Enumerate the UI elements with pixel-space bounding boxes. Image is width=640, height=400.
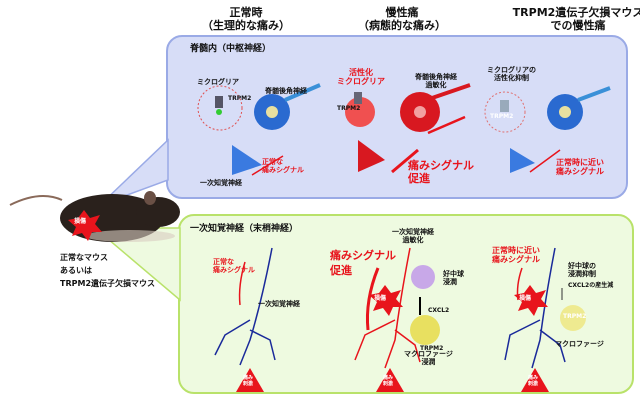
macrophage-ko [560, 305, 586, 331]
label-trpm2-p: TRPM2 [420, 345, 444, 352]
label-microglia: ミクログリア [197, 78, 239, 86]
neutrophil [411, 265, 435, 289]
label-primary-p: 一次知覚神経 [258, 300, 300, 308]
text: 痛みシグナル [492, 255, 540, 265]
peripheral-title: 一次知覚神経（末梢神経） [190, 224, 299, 234]
label-trpm2-ko-p: TRPM2 [563, 313, 587, 320]
header-knockout: TRPM2遺伝子欠損マウスでの慢性痛 [512, 6, 640, 32]
header-subtext: （病態的な痛み） [358, 18, 446, 32]
text: マクロファージ [404, 350, 453, 358]
text: 浸潤抑制 [568, 270, 596, 279]
text: 浸潤 [443, 278, 457, 287]
primary-terminal-hyper [358, 140, 385, 172]
primary-terminal-ko [510, 148, 535, 173]
text: 痛み [528, 375, 539, 381]
nerve-normal [214, 247, 276, 366]
injury-stars [68, 210, 548, 316]
header-text: 正常時 [229, 6, 263, 19]
text: 刺激 [528, 380, 539, 387]
injury-label: 損傷 [374, 295, 387, 302]
injury-label: 損傷 [519, 295, 532, 302]
mouse-caption: 正常なマウスあるいは TRPM2遺伝子欠損マウス [60, 252, 155, 290]
mouse-injury-label: 損傷 [74, 218, 87, 225]
label-macrophage: マクロファージ [555, 340, 604, 348]
spinal-title: 脊髄内（中枢神経） [190, 44, 272, 54]
label-dorsal-horn: 脊髄後角神経 [265, 87, 307, 95]
text: 刺激 [383, 380, 394, 387]
label-neutrophil: 好中球浸潤 [443, 270, 464, 286]
text: 活性化抑制 [494, 74, 529, 83]
text: 正常時に近い [556, 158, 604, 167]
label-cxcl2: CXCL2 [428, 307, 450, 314]
dorsal-horn-neuron-ko [547, 86, 611, 130]
text: 浸潤 [421, 358, 436, 367]
microglia-activated [345, 92, 375, 127]
text: 正常な [213, 258, 234, 266]
text: ミクログリア [337, 77, 385, 87]
label-pain-promote: 痛みシグナル促進 [408, 159, 474, 185]
label-hypersens: 脊髄後角神経過敏化 [415, 73, 457, 89]
microglia-normal [197, 85, 243, 131]
label-neutrophil-sup: 好中球の浸潤抑制 [568, 262, 596, 278]
text: 過敏化 [402, 236, 424, 245]
label-activated-microglia: 活性化ミクログリア [337, 68, 385, 86]
text: 痛みシグナル [330, 249, 396, 262]
label-suppress: ミクログリアの活性化抑制 [487, 66, 536, 82]
microglia-suppressed [484, 91, 526, 133]
text: 促進 [330, 264, 352, 278]
text: 促進 [408, 171, 430, 185]
text: 好中球の [568, 262, 596, 270]
text: 過敏化 [425, 81, 447, 90]
text: 痛みシグナル [408, 159, 474, 172]
label-near-normal-p: 正常時に近い痛みシグナル [492, 246, 540, 264]
label-normal-signal-p: 正常な痛みシグナル [213, 258, 255, 274]
dorsal-horn-neuron-normal [254, 83, 321, 130]
nerve-hyper [354, 247, 421, 369]
label-near-normal: 正常時に近い痛みシグナル [556, 158, 604, 176]
header-normal: 正常時（生理的な痛み） [202, 6, 290, 32]
header-text: TRPM2遺伝子欠損マウス [512, 6, 640, 19]
label-cxcl2-dec: CXCL2の産生減 [568, 282, 614, 289]
peripheral-panel [178, 214, 634, 394]
text: 刺激 [243, 380, 254, 387]
dorsal-horn-neuron-hyper [400, 83, 471, 132]
text: 痛み [383, 375, 394, 381]
label-primary: 一次知覚神経 [200, 179, 242, 187]
label-pain-promote-p: 痛みシグナル促進 [330, 248, 396, 279]
text: 好中球 [443, 270, 464, 278]
text: 正常なマウス [60, 253, 108, 262]
label-macrophage-inf: マクロファージ浸潤 [404, 350, 453, 366]
header-text: 慢性痛 [385, 6, 419, 19]
label-normal-signal: 正常な痛みシグナル [262, 158, 304, 174]
text: 脊髄後角神経 [415, 73, 457, 81]
label-trpm2: TRPM2 [228, 95, 252, 102]
text: TRPM2遺伝子欠損マウス [60, 278, 156, 288]
macrophage [410, 315, 440, 345]
nerve-ko [504, 247, 566, 369]
text: 活性化 [349, 68, 373, 77]
stimulus-label: 痛み刺激 [243, 375, 254, 388]
text: 正常な [262, 158, 283, 166]
text: 正常時に近い [492, 246, 540, 255]
text: 痛み [243, 375, 254, 381]
header-chronic: 慢性痛（病態的な痛み） [358, 6, 446, 32]
text: 痛みシグナル [213, 266, 255, 275]
header-subtext: での慢性痛 [550, 18, 606, 32]
label-trpm2-activated: TRPM2 [337, 105, 361, 112]
header-subtext: （生理的な痛み） [202, 18, 290, 32]
stimulus-label: 痛み刺激 [383, 375, 394, 388]
stimulus-label: 痛み刺激 [528, 375, 539, 388]
label-hypersens-p: 一次知覚神経過敏化 [392, 228, 434, 244]
text: あるいは [60, 265, 92, 275]
text: 痛みシグナル [556, 167, 604, 177]
text: ミクログリアの [487, 66, 536, 74]
text: 痛みシグナル [262, 166, 304, 175]
primary-terminal-normal [232, 145, 262, 175]
label-trpm2-ko: TRPM2 [490, 113, 514, 120]
stimulus-triangles [236, 368, 549, 392]
text: 一次知覚神経 [392, 228, 434, 236]
